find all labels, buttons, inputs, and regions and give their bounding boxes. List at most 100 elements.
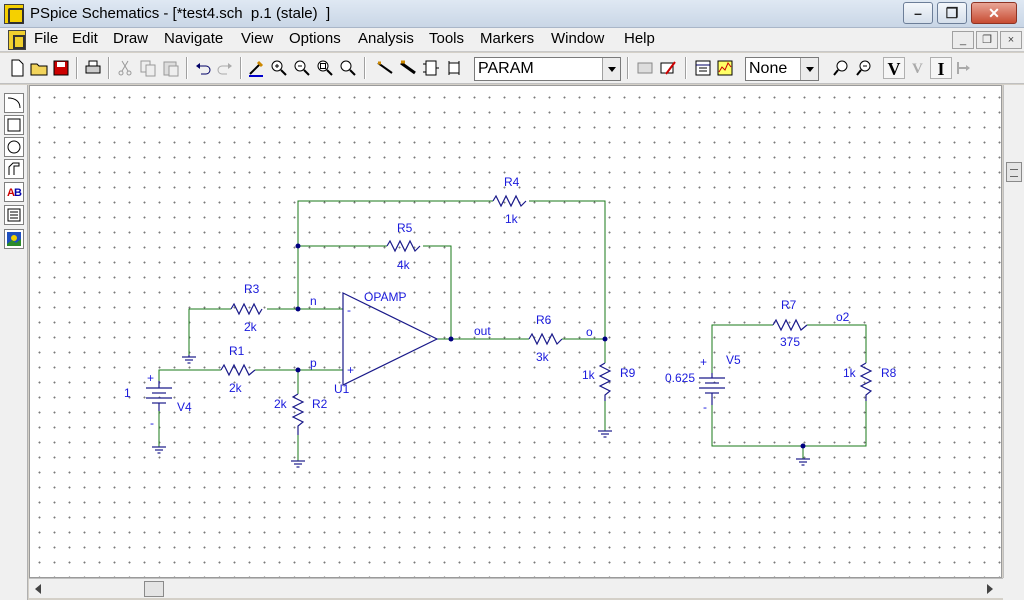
battery-v4[interactable] [146,381,172,411]
new-icon[interactable] [6,57,28,79]
resistor-r3[interactable] [230,302,263,316]
circle-icon[interactable] [4,137,24,157]
vertical-scrollbar[interactable] [1003,85,1024,578]
zoom-in-icon[interactable] [268,57,290,79]
wire[interactable] [562,338,606,363]
draw-wire-icon[interactable] [374,57,396,79]
label-u1[interactable]: U1 [334,382,350,396]
horizontal-scroll-thumb[interactable] [144,581,164,597]
label-v4[interactable]: V4 [177,400,192,414]
menu-navigate[interactable]: Navigate [164,30,224,47]
voltage-marker-button[interactable]: V [883,57,905,79]
menu-tools[interactable]: Tools [429,30,465,47]
draw-bus-icon[interactable] [397,57,419,79]
edit-symbol-icon[interactable] [657,57,679,79]
wire[interactable] [711,324,773,373]
setup-analysis-icon[interactable] [692,57,714,79]
zoom-area-icon[interactable] [314,57,336,79]
net-label-o2[interactable]: o2 [836,310,850,324]
wire[interactable] [529,200,606,339]
ground-symbol[interactable] [152,446,166,454]
chevron-down-icon[interactable] [602,58,620,80]
resistor-r8[interactable] [859,362,873,401]
value-r7[interactable]: 375 [780,335,800,349]
menu-file[interactable]: File [34,30,59,47]
draw-block-icon[interactable] [420,57,442,79]
value-v5[interactable]: 0.625 [665,371,695,385]
resistor-r9[interactable] [598,362,612,401]
print-icon[interactable] [82,57,104,79]
close-button[interactable]: ✕ [971,2,1017,24]
zoom-fit-icon[interactable] [337,57,359,79]
value-v4[interactable]: 1 [124,386,131,400]
label-r7[interactable]: R7 [781,298,797,312]
redraw-icon[interactable] [245,57,267,79]
menu-options[interactable]: Options [289,30,341,47]
resistor-r2[interactable] [291,393,305,435]
voltage-differential-icon[interactable]: V [907,57,929,79]
net-label-o[interactable]: o [586,325,593,339]
document-menu-icon[interactable] [8,30,26,50]
ground-symbol[interactable] [182,355,196,364]
value-r4[interactable]: 1k [505,212,519,226]
scroll-right-icon[interactable] [987,584,993,594]
battery-v5[interactable] [699,373,725,405]
mdi-close-button[interactable]: × [1000,31,1022,49]
menu-draw[interactable]: Draw [113,30,149,47]
wire[interactable] [297,200,493,309]
size-grip[interactable] [1003,578,1024,600]
net-label-out[interactable]: out [474,324,491,338]
opamp-u1[interactable] [342,292,439,386]
label-r9[interactable]: R9 [620,366,636,380]
zoom-out-icon[interactable] [291,57,313,79]
value-r1[interactable]: 2k [229,381,243,395]
textbox-icon[interactable] [4,205,24,225]
ground-symbol[interactable] [796,458,810,466]
resistor-r5[interactable] [386,239,421,253]
undo-icon[interactable] [192,57,214,79]
polyline-icon[interactable] [4,159,24,179]
redo-icon[interactable] [214,57,236,79]
resistor-r7[interactable] [772,318,808,332]
horizontal-scrollbar[interactable] [29,578,1003,598]
value-r2[interactable]: 2k [274,397,288,411]
wire[interactable] [423,245,452,339]
maximize-button[interactable]: ❐ [937,2,967,24]
label-r8[interactable]: R8 [881,366,897,380]
label-r5[interactable]: R5 [397,221,413,235]
mark-voltage-icon[interactable] [830,57,852,79]
wire[interactable] [711,401,867,447]
resistor-r4[interactable] [492,194,527,208]
ground-symbol[interactable] [291,460,305,468]
value-r6[interactable]: 3k [536,350,550,364]
label-r4[interactable]: R4 [504,175,520,189]
minimize-button[interactable]: – [903,2,933,24]
image-icon[interactable] [4,229,24,249]
mdi-restore-button[interactable]: ❐ [976,31,998,49]
box-icon[interactable] [4,115,24,135]
arc-icon[interactable] [4,93,24,113]
menu-edit[interactable]: Edit [72,30,98,47]
current-into-pin-icon[interactable] [953,57,975,79]
cut-icon[interactable] [114,57,136,79]
chevron-down-icon[interactable] [800,58,818,80]
vertical-scroll-thumb[interactable] [1006,162,1022,182]
simulate-icon[interactable] [714,57,736,79]
scroll-left-icon[interactable] [35,584,41,594]
menu-markers[interactable]: Markers [480,30,535,47]
schematic-canvas[interactable]: R4 1k R5 4k R3 2k R1 2k R2 2k R6 3k R9 1… [29,85,1002,578]
menu-window[interactable]: Window [551,30,605,47]
net-label-n[interactable]: n [310,294,317,308]
label-opamp[interactable]: OPAMP [364,290,406,304]
label-r1[interactable]: R1 [229,344,245,358]
value-r9[interactable]: 1k [582,368,596,382]
get-part-icon[interactable] [443,57,465,79]
wire[interactable] [807,324,867,363]
label-r3[interactable]: R3 [244,282,260,296]
resistor-r1[interactable] [220,363,256,377]
wire[interactable] [188,308,231,355]
menu-help[interactable]: Help [624,30,655,47]
value-r8[interactable]: 1k [843,366,857,380]
current-marker-button[interactable]: I [930,57,952,79]
open-icon[interactable] [28,57,50,79]
